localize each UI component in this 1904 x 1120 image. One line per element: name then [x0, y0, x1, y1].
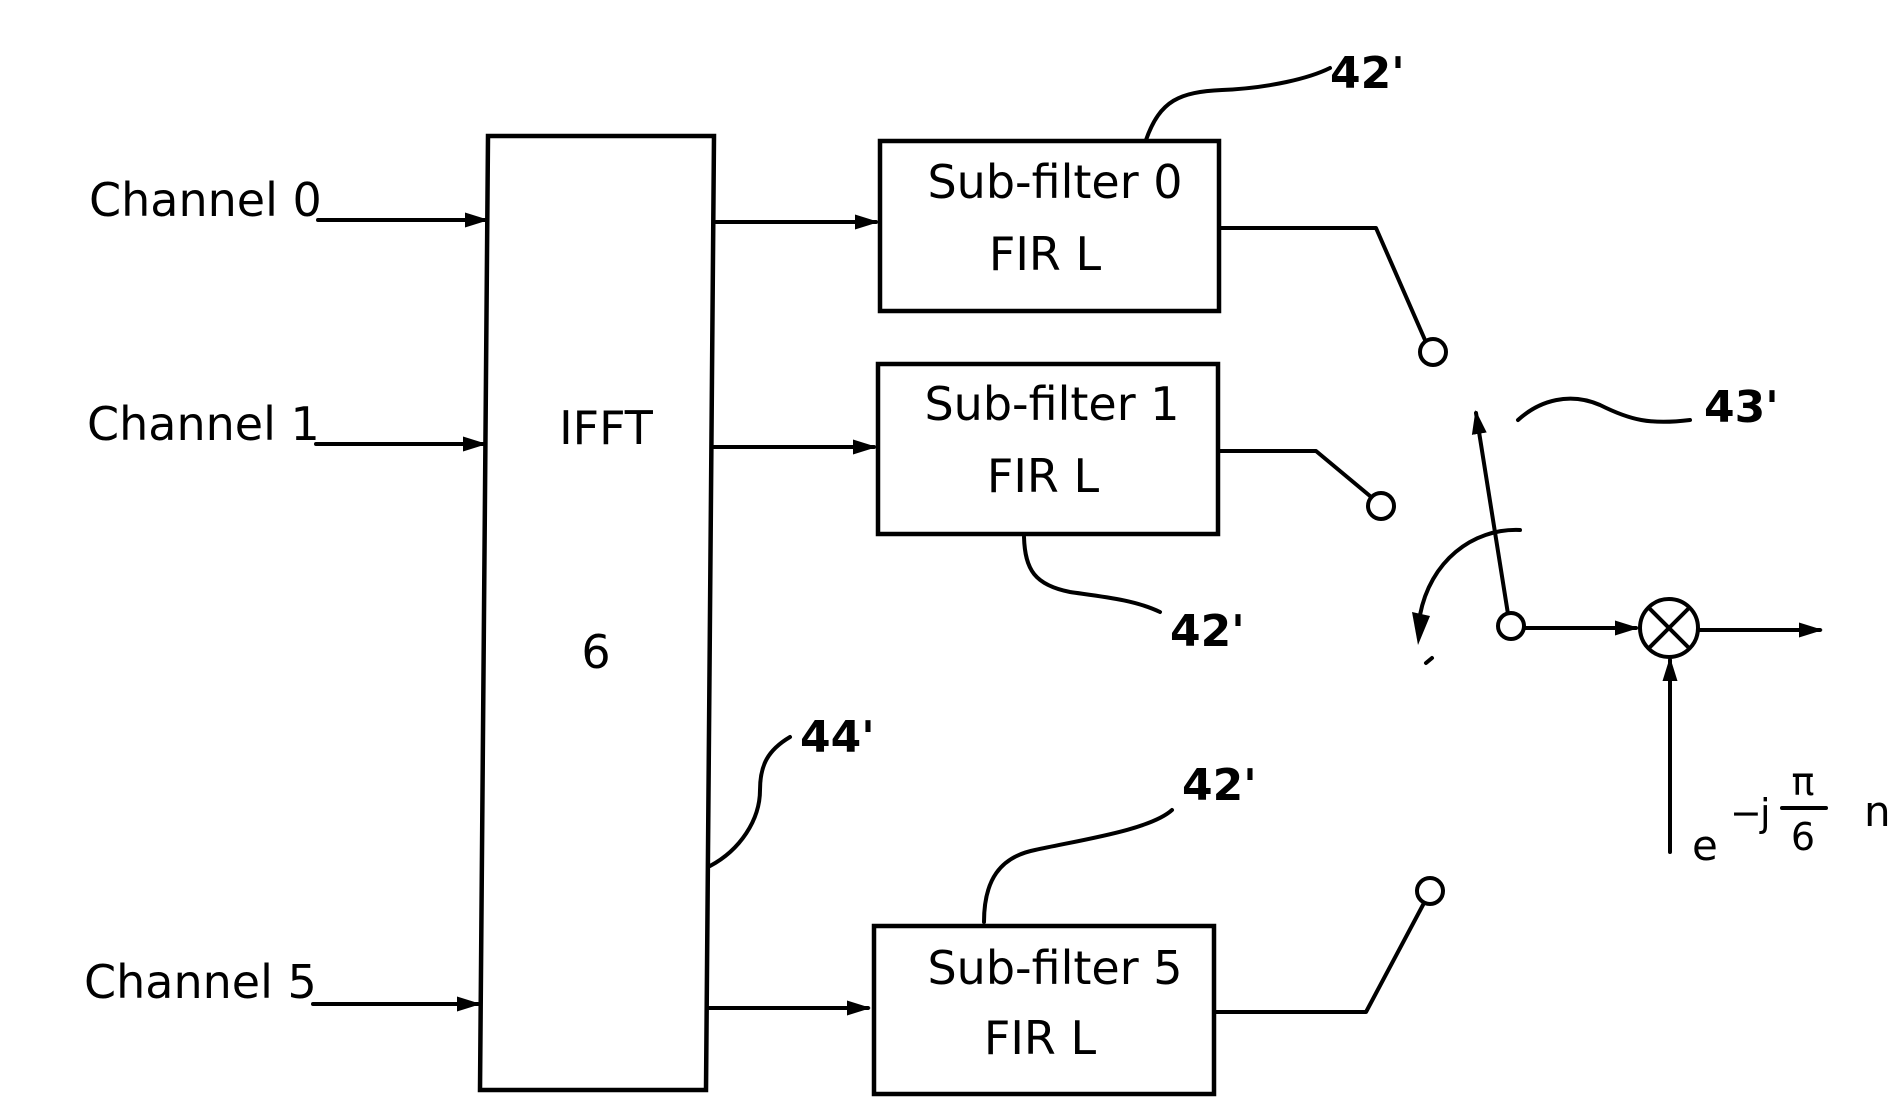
subfilter-0-output-line — [1220, 228, 1425, 340]
ref-42-mid-leader — [1024, 537, 1160, 612]
subfilter-1-title: Sub-filter 1 — [924, 377, 1179, 431]
ref-42-mid: 42' — [1170, 606, 1245, 657]
rotation-tick — [1426, 658, 1432, 663]
subfilter-0-title: Sub-filter 0 — [927, 155, 1182, 209]
exp-j: j — [1759, 791, 1771, 835]
ref-42-bottom: 42' — [1182, 760, 1257, 811]
subfilter-1-type: FIR L — [987, 449, 1100, 503]
subfilter-5-title: Sub-filter 5 — [927, 941, 1182, 995]
subfilter-5-type: FIR L — [984, 1011, 1097, 1065]
exp-numerator: π — [1792, 760, 1815, 804]
channel-1-label: Channel 1 — [87, 397, 320, 451]
ifft-size-label: 6 — [581, 625, 610, 679]
exp-sign: − — [1730, 791, 1762, 835]
commutator-contact-1 — [1368, 493, 1394, 519]
channel-5-label: Channel 5 — [84, 955, 317, 1009]
commutator-arm-arrow — [1476, 413, 1508, 614]
subfilter-5-output-line — [1215, 903, 1424, 1012]
subfilter-0-type: FIR L — [989, 227, 1102, 281]
commutator-contact-5 — [1417, 878, 1443, 904]
ref-42-bottom-leader — [984, 810, 1172, 922]
ref-43-leader — [1518, 399, 1690, 422]
ref-42-top-leader — [1146, 68, 1330, 140]
ifft-block — [480, 136, 714, 1090]
ref-44-leader — [710, 737, 790, 866]
ref-44: 44' — [800, 712, 875, 763]
commutator-contact-0 — [1420, 339, 1446, 365]
rotation-arrowhead — [1412, 612, 1430, 645]
commutator-pivot — [1498, 613, 1524, 639]
ref-42-top: 42' — [1330, 48, 1405, 99]
ref-43: 43' — [1704, 382, 1779, 433]
exp-n: n — [1864, 787, 1891, 836]
exp-base: e — [1692, 821, 1718, 870]
ifft-label: IFFT — [559, 401, 654, 455]
subfilter-1-output-line — [1219, 451, 1370, 496]
exp-denominator: 6 — [1791, 815, 1815, 859]
channel-0-label: Channel 0 — [89, 173, 322, 227]
